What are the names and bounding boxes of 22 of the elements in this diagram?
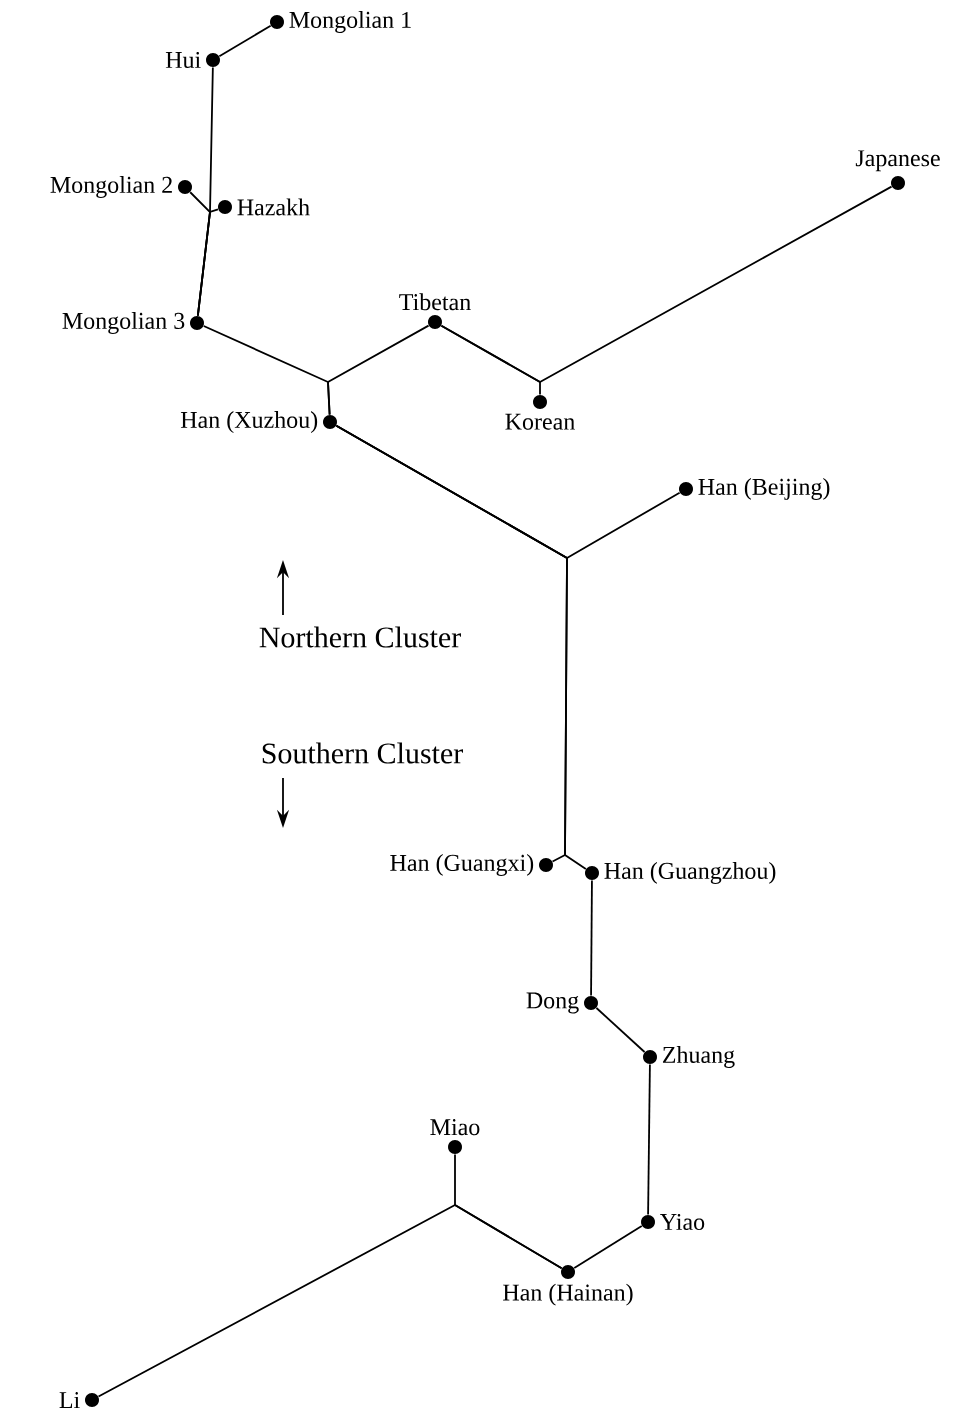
node-label: Han (Hainan) (503, 1283, 633, 1306)
tree-branch (573, 1225, 643, 1269)
node-label: Dong (526, 992, 579, 1014)
node-label: Yiao (660, 1213, 705, 1231)
node-label: Miao (430, 1119, 480, 1136)
tree-branch (97, 1203, 563, 1398)
tree-branch (218, 24, 272, 58)
node-label: Hazakh (237, 198, 310, 216)
tree-branch (196, 208, 219, 317)
cluster-label: Southern Cluster (262, 742, 463, 764)
node-label: Zhuang (662, 1046, 735, 1068)
node-label: Li (59, 1392, 80, 1408)
tree-branch (590, 879, 593, 997)
cluster-label: Northern Cluster (259, 626, 461, 648)
node-label: Tibetan (399, 293, 471, 311)
tree-branch (595, 1007, 646, 1053)
tree-branch (327, 324, 430, 416)
tree-branch (440, 185, 893, 384)
node-label: Korean (505, 413, 575, 430)
node-label: Japanese (855, 150, 940, 172)
node-label: Hui (165, 51, 201, 69)
tree-branch (647, 1063, 651, 1216)
